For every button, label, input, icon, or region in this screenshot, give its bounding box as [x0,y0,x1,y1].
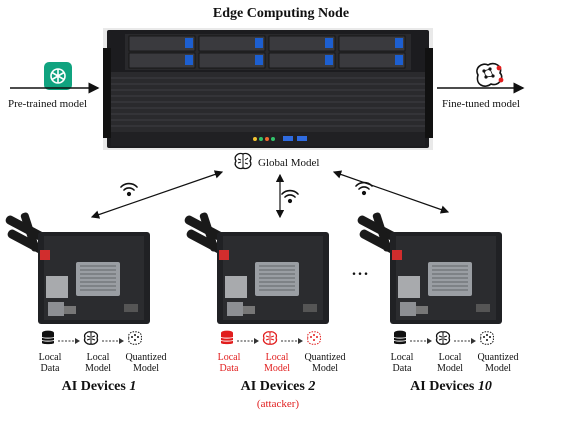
flow-arrow-icon [281,337,303,344]
wifi-icon [281,189,299,204]
dev-board-image [184,212,329,324]
local-pipeline [219,330,359,351]
database-icon [392,330,408,351]
flow-arrow-icon [237,337,259,344]
quantized-model-icon [305,330,323,351]
attacker-label: (attacker) [256,398,300,410]
model-brain-icon [262,331,278,345]
wifi-icon [355,181,373,196]
model-brain-icon [435,331,451,345]
neural-brain-icon [472,60,506,95]
edge-server-image [103,28,433,150]
device-name: AI Devices 10 [410,379,492,394]
flow-arrow-icon [454,337,476,344]
dev-board-image [5,212,150,324]
openai-logo-icon [44,62,72,95]
more-devices-ellipsis: ... [352,262,370,279]
local-pipeline [392,330,532,351]
global-model-label: Global Model [258,156,320,169]
model-brain-icon [83,331,99,345]
quantized-model-icon [478,330,496,351]
dev-board-image [357,212,502,324]
database-icon [40,330,56,351]
quantized-model-icon [126,330,144,351]
database-icon [219,330,235,351]
flow-arrow-icon [410,337,432,344]
database-icon [220,330,234,345]
pretrained-model-label: Pre-trained model [8,98,88,110]
link-device-10 [332,170,450,214]
global-model: Global Model [232,152,319,173]
local-pipeline [40,330,180,351]
quantized-model-icon [480,331,494,345]
model-brain-icon [82,330,100,351]
quantized-model-icon [307,331,321,345]
link-device-1 [90,170,224,219]
page-title: Edge Computing Node [212,6,350,21]
finetuned-model-label: Fine-tuned model [442,98,520,110]
device-name: AI Devices 1 [61,379,137,394]
database-icon [393,330,407,345]
flow-arrow-icon [58,337,80,344]
model-brain-icon [434,330,452,351]
quantized-model-icon [128,331,142,345]
brain-icon [232,152,254,173]
database-icon [41,330,55,345]
wifi-icon [120,182,138,197]
model-brain-icon [261,330,279,351]
flow-arrow-icon [102,337,124,344]
device-name: AI Devices 2 [240,379,316,394]
